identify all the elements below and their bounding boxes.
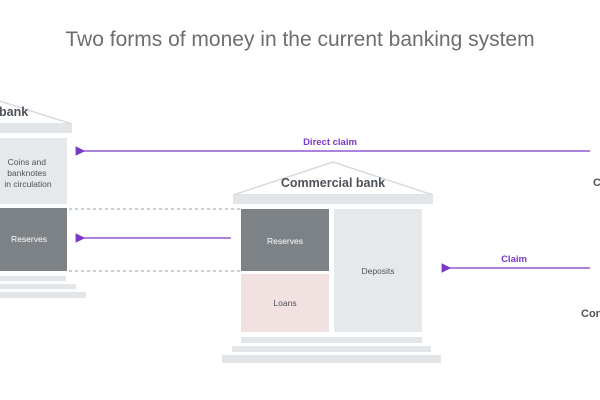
- claim-label: Claim: [501, 254, 527, 265]
- coins-label-line-1: Coins and: [8, 157, 47, 167]
- deposits-label: Deposits: [361, 266, 394, 276]
- central-step-1: [0, 276, 66, 281]
- coins-label-line-3: in circulation: [4, 179, 52, 189]
- central-reserves-label: Reserves: [11, 234, 47, 244]
- central-bank-label: bank: [0, 105, 28, 119]
- commercial-reserves-panel: [241, 209, 329, 271]
- commercial-step-2: [232, 346, 431, 352]
- central-step-3: [0, 292, 86, 298]
- commercial-reserves-label: Reserves: [267, 236, 303, 246]
- deposits-panel: [334, 209, 422, 332]
- central-bank: bank Coins and banknotes in circulation …: [0, 100, 86, 298]
- diagram-title: Two forms of money in the current bankin…: [65, 28, 534, 51]
- coins-label: Coins and banknotes in circulation: [4, 157, 52, 189]
- central-reserves-panel: [0, 208, 67, 271]
- commercial-bank-label: Commercial bank: [281, 176, 385, 190]
- commercial-step-1: [241, 337, 422, 343]
- coins-label-line-2: banknotes: [7, 168, 46, 178]
- central-step-2: [0, 284, 76, 289]
- commercial-bank: Commercial bank Reserves Loans Deposits: [222, 161, 441, 363]
- coins-panel: [0, 138, 67, 204]
- right-label-top: C: [593, 177, 600, 189]
- direct-claim-label: Direct claim: [303, 137, 357, 148]
- commercial-bank-entablature: [233, 195, 433, 204]
- right-label-bottom: Con: [581, 308, 600, 320]
- commercial-step-3: [222, 355, 441, 363]
- loans-label: Loans: [273, 298, 296, 308]
- loans-panel: [241, 274, 329, 332]
- central-bank-entablature: [0, 124, 72, 133]
